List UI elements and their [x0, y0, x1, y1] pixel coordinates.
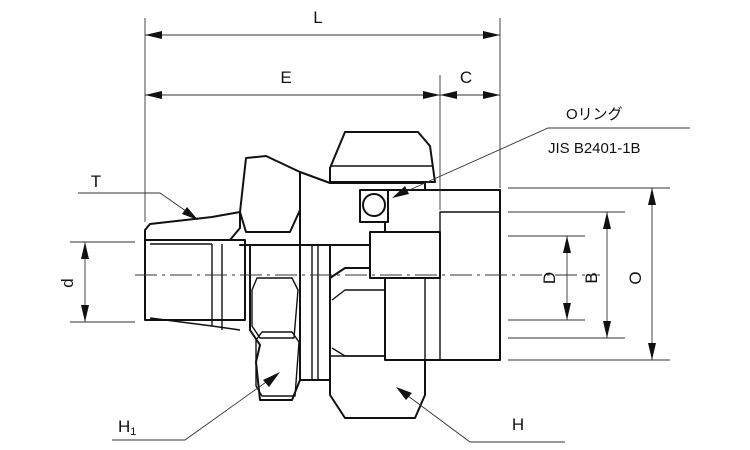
- socket-face: [439, 211, 501, 361]
- label-E: E: [280, 68, 291, 87]
- dimension-L: [145, 31, 500, 39]
- dimension-B: [603, 212, 611, 338]
- extension-lines: [70, 18, 670, 361]
- leader-H1: [112, 372, 280, 441]
- threaded-end-lower: [144, 239, 246, 321]
- fitting-body: [144, 131, 501, 419]
- leader-H: [396, 387, 565, 443]
- dimension-D: [563, 236, 571, 320]
- label-H: H: [512, 415, 524, 434]
- oring: [362, 193, 386, 217]
- label-oring-name: Oリング: [566, 106, 623, 123]
- dimension-C: [440, 91, 500, 99]
- label-L: L: [313, 8, 322, 27]
- dimension-E: [145, 91, 440, 99]
- neck: [299, 244, 331, 381]
- label-B: B: [582, 272, 601, 283]
- label-H1-sub: 1: [130, 426, 136, 438]
- label-C: C: [460, 68, 472, 87]
- small-hex-top: [239, 155, 301, 233]
- dimension-O: [648, 188, 656, 360]
- label-H1-main: H: [118, 417, 130, 436]
- dimension-d: [81, 242, 89, 322]
- leader-T: [78, 192, 198, 220]
- label-D: D: [540, 272, 559, 284]
- union-nut-cap: [329, 131, 436, 183]
- socket-cover: [369, 231, 441, 279]
- label-oring-standard: JIS B2401-1B: [548, 140, 641, 157]
- leader-oring: [392, 127, 690, 198]
- label-O: O: [626, 271, 645, 284]
- label-H1: H1: [118, 417, 136, 438]
- label-T: T: [91, 172, 101, 191]
- label-d: d: [58, 278, 77, 287]
- small-hex-facet-lower: [255, 331, 300, 397]
- small-hex-facet: [251, 277, 299, 339]
